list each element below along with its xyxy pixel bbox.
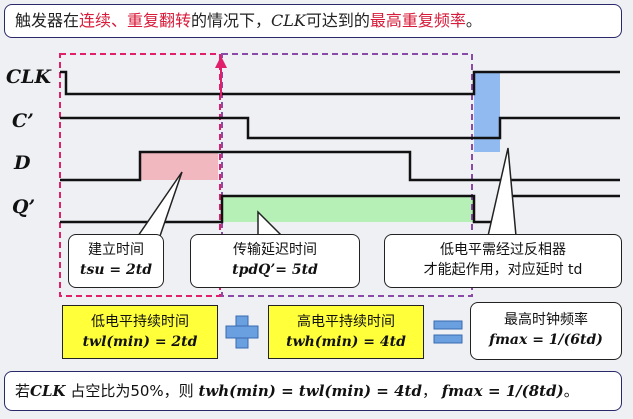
setup-callout: 建立时间 tsu = 2td bbox=[68, 234, 164, 288]
clk-waveform bbox=[60, 70, 620, 96]
title-text-2: 的情况下， bbox=[191, 11, 272, 30]
setup-dashed-box bbox=[59, 53, 221, 297]
title-highlight-2: 最高重复频率 bbox=[369, 11, 466, 30]
equals-icon bbox=[433, 320, 463, 344]
max-frequency-box: 最高时钟频率 fmax = 1/(6td) bbox=[470, 302, 622, 360]
clk-edge-region bbox=[474, 72, 500, 152]
label-c-prime: C’ bbox=[12, 110, 34, 132]
title-text-3: 可达到的 bbox=[305, 11, 370, 30]
high-duration-box: 高电平持续时间 twh(min) = 4td bbox=[268, 305, 424, 359]
setup-pointer bbox=[136, 171, 183, 237]
c-prime-waveform bbox=[60, 116, 620, 140]
setup-formula: tsu = 2td bbox=[79, 262, 152, 278]
title-highlight-1: 连续、重复翻转 bbox=[79, 11, 192, 30]
d-waveform bbox=[60, 150, 620, 182]
low-duration-formula: twl(min) = 2td bbox=[82, 334, 198, 350]
low-duration-box: 低电平持续时间 twl(min) = 2td bbox=[62, 305, 218, 359]
high-duration-formula: twh(min) = 4td bbox=[286, 334, 406, 350]
label-q-prime: Q’ bbox=[12, 196, 36, 218]
note-formula-1: twh(min) = twl(min) = 4td bbox=[198, 382, 422, 400]
note-text-4: 。 bbox=[563, 382, 579, 400]
setup-label: 建立时间 bbox=[88, 242, 144, 258]
note-text-1: 若 bbox=[15, 382, 31, 400]
label-d: D bbox=[14, 152, 31, 174]
low-level-callout: 低电平需经过反相器 才能起作用，对应延时 td bbox=[384, 234, 622, 288]
clk-edge-arrow bbox=[215, 56, 227, 68]
propagation-callout: 传输延迟时间 tpdQ’= 5td bbox=[190, 234, 360, 288]
prop-dashed-box bbox=[221, 53, 473, 297]
prop-label: 传输延迟时间 bbox=[233, 242, 317, 258]
title-clk: CLK bbox=[271, 11, 306, 30]
plus-icon bbox=[225, 315, 259, 349]
high-duration-label: 高电平持续时间 bbox=[297, 314, 395, 330]
note-clk: CLK bbox=[30, 382, 66, 400]
low-label-1: 低电平需经过反相器 bbox=[440, 242, 566, 258]
max-frequency-label: 最高时钟频率 bbox=[504, 312, 588, 328]
note-text-3: ， bbox=[421, 382, 442, 400]
label-clk: CLK bbox=[6, 66, 51, 88]
title-text-4: 。 bbox=[465, 11, 482, 30]
prop-formula: tpdQ’= 5td bbox=[232, 262, 318, 278]
note-text-2: 占空比为50%，则 bbox=[65, 382, 199, 400]
max-frequency-formula: fmax = 1/(6td) bbox=[489, 332, 603, 348]
title-bar: 触发器在连续、重复翻转的情况下，CLK可达到的最高重复频率。 bbox=[4, 4, 622, 38]
note-formula-2: fmax = 1/(8td) bbox=[441, 382, 564, 400]
duty-cycle-note: 若CLK 占空比为50%，则 twh(min) = twl(min) = 4td… bbox=[4, 371, 622, 411]
title-text-1: 触发器在 bbox=[15, 11, 80, 30]
low-pointer bbox=[487, 147, 517, 237]
low-duration-label: 低电平持续时间 bbox=[91, 314, 189, 330]
low-label-2: 才能起作用，对应延时 td bbox=[423, 262, 583, 278]
